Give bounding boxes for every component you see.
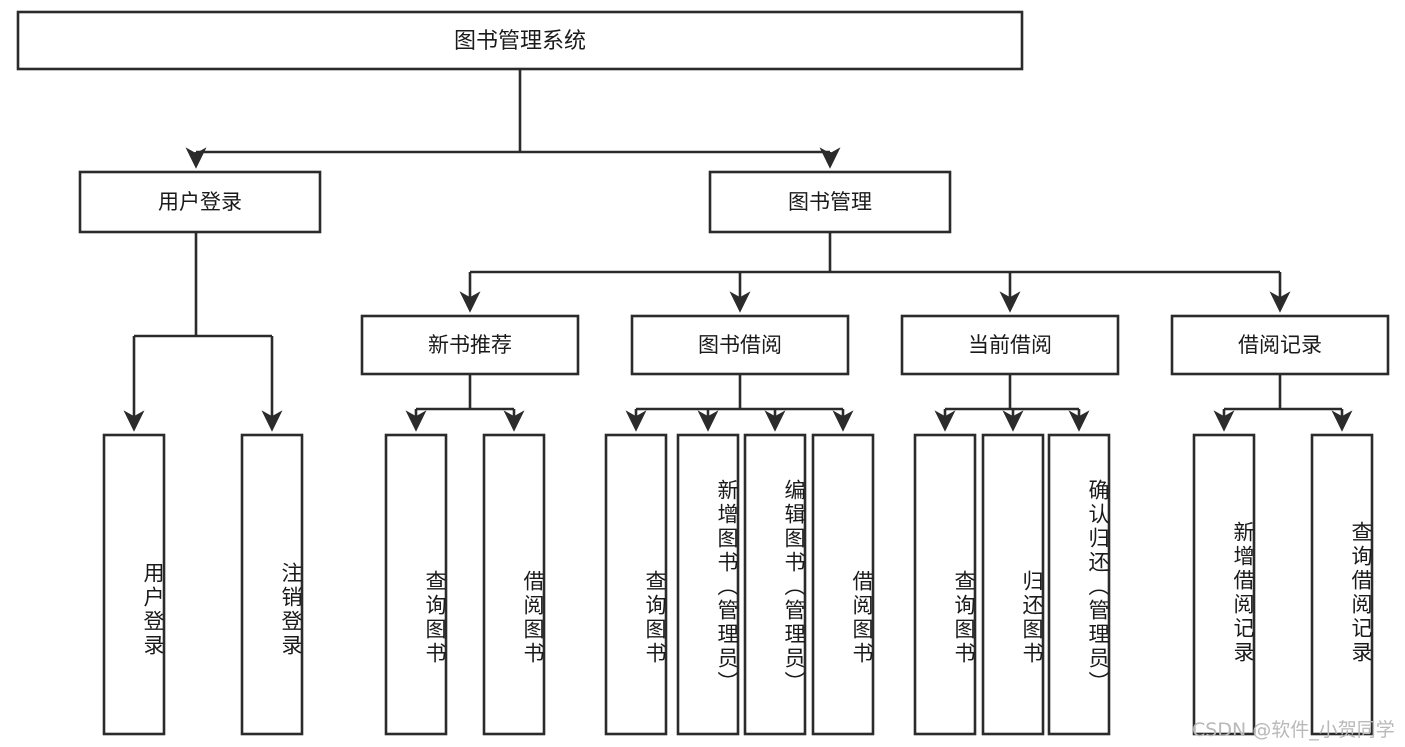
- node-borrow-records-label: 借阅记录: [1238, 333, 1322, 357]
- node-book-borrow-box[interactable]: [630, 314, 850, 376]
- leaf-box-borrow-book-recommend[interactable]: [482, 433, 546, 736]
- leaf-box-logout[interactable]: [240, 433, 304, 736]
- node-borrow-records[interactable]: 借阅记录: [1170, 314, 1390, 376]
- node-book-management-label: 图书管理: [788, 190, 872, 214]
- leaf-box-user-login[interactable]: [102, 433, 166, 736]
- leaf-box-add-borrow-record[interactable]: [1192, 433, 1256, 736]
- leaf-box-query-book-borrow[interactable]: [604, 433, 668, 736]
- leaf-box-borrow-book[interactable]: [811, 433, 875, 736]
- leaf-box-return-book[interactable]: [981, 433, 1045, 736]
- node-current-borrow-box[interactable]: [900, 314, 1120, 376]
- leaf-box-edit-book-admin[interactable]: [743, 433, 807, 736]
- edges-layer: [123, 69, 1353, 432]
- leaf-box-query-book-recommend[interactable]: [384, 433, 448, 736]
- node-root[interactable]: 图书管理系统: [16, 10, 1024, 71]
- node-user-login[interactable]: 用户登录: [78, 170, 322, 234]
- node-book-borrow[interactable]: 图书借阅: [630, 314, 850, 376]
- node-book-borrow-label: 图书借阅: [698, 333, 782, 357]
- node-new-book-recommend[interactable]: 新书推荐: [360, 314, 580, 376]
- node-book-management[interactable]: 图书管理: [708, 170, 952, 234]
- node-root-box[interactable]: [16, 10, 1024, 71]
- leaf-box-query-borrow-record[interactable]: [1310, 433, 1374, 736]
- leaf-box-query-book-current[interactable]: [913, 433, 977, 736]
- node-user-login-box[interactable]: [78, 170, 322, 234]
- node-current-borrow[interactable]: 当前借阅: [900, 314, 1120, 376]
- node-borrow-records-box[interactable]: [1170, 314, 1390, 376]
- node-user-login-label: 用户登录: [158, 190, 242, 214]
- node-book-management-box[interactable]: [708, 170, 952, 234]
- node-root-label: 图书管理系统: [454, 29, 586, 54]
- csdn-watermark: CSDN @软件_小贺同学: [1192, 719, 1395, 741]
- node-current-borrow-label: 当前借阅: [968, 333, 1052, 357]
- node-new-book-recommend-box[interactable]: [360, 314, 580, 376]
- leaf-box-confirm-return-admin[interactable]: [1047, 433, 1111, 736]
- leaf-box-add-book-admin[interactable]: [676, 433, 740, 736]
- node-new-book-recommend-label: 新书推荐: [428, 333, 512, 357]
- nodes-layer: 图书管理系统 用户登录 图书管理 新书推荐 图书借阅: [16, 10, 1390, 736]
